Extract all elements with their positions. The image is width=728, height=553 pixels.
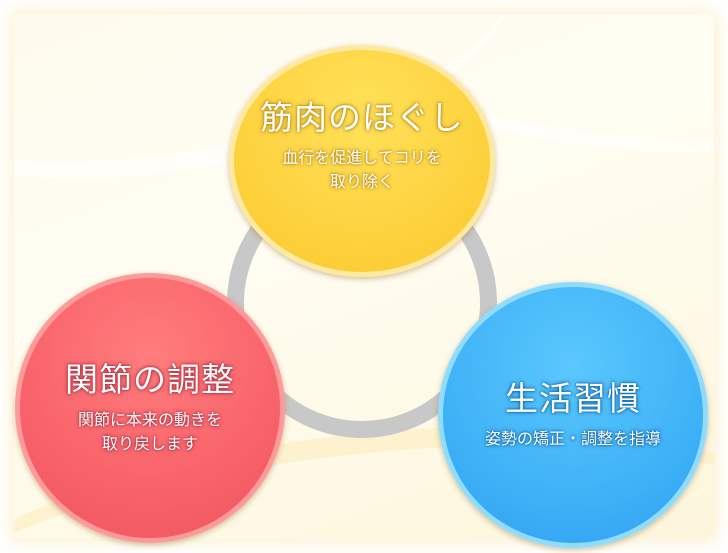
node-lifestyle: 生活習慣 姿勢の矯正・調整を指導 <box>438 282 708 548</box>
node-title: 関節の調整 <box>65 360 235 399</box>
description-line: 取り除く <box>329 172 394 191</box>
description-line: 姿勢の矯正・調整を指導 <box>484 429 661 448</box>
node-joint: 関節の調整 関節に本来の動きを 取り戻します <box>15 273 285 543</box>
node-title: 生活習慣 <box>505 379 641 418</box>
node-description: 血行を促進してコリを 取り除く <box>282 146 442 194</box>
description-line: 関節に本来の動きを <box>77 410 222 429</box>
node-title: 筋肉のほぐし <box>260 98 464 137</box>
node-description: 姿勢の矯正・調整を指導 <box>485 427 661 451</box>
description-line: 取り戻します <box>101 434 198 453</box>
node-description: 関節に本来の動きを 取り戻します <box>78 408 222 456</box>
node-muscle: 筋肉のほぐし 血行を促進してコリを 取り除く <box>229 45 495 277</box>
description-line: 血行を促進してコリを <box>282 148 442 167</box>
